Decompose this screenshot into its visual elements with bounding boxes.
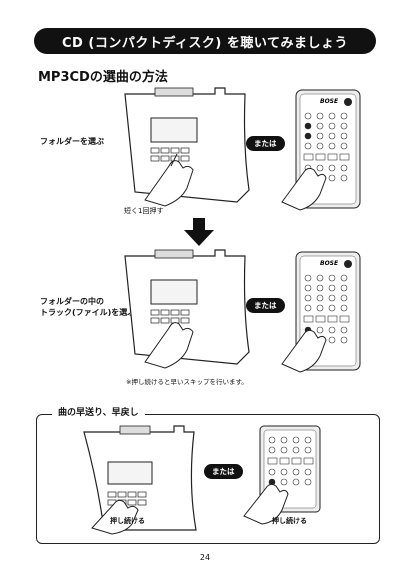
skip-unit-illustration xyxy=(83,425,197,535)
step2-remote-illustration: BOSE xyxy=(281,251,361,373)
skip-press-left: 押し続ける xyxy=(110,517,145,525)
page-number: 24 xyxy=(199,553,211,562)
step2-or-badge: または xyxy=(246,298,285,313)
remote-brand-text: BOSE xyxy=(320,98,339,105)
skip-or-badge: または xyxy=(204,464,243,479)
skip-press-right: 押し続ける xyxy=(272,517,307,525)
step1-label: フォルダーを選ぶ xyxy=(40,137,104,146)
step1-remote-illustration: BOSE xyxy=(281,89,361,211)
skip-section-box xyxy=(36,414,380,544)
page-header-title: CD (コンパクトディスク) を聴いてみましょう xyxy=(62,35,348,51)
skip-section-title: 曲の早送り、早戻し xyxy=(52,405,145,418)
step1-or-badge: または xyxy=(246,136,285,151)
step1-unit-illustration xyxy=(124,87,250,207)
step1-note: 短く1回押す xyxy=(124,207,164,215)
remote-brand-text: BOSE xyxy=(320,260,339,267)
step2-label-line2: トラック(ファイル)を選ぶ xyxy=(40,308,136,317)
step2-note: ※押し続けると早いスキップを行います。 xyxy=(126,378,248,386)
down-arrow-icon xyxy=(184,218,214,246)
step2-unit-illustration xyxy=(124,249,250,369)
skip-remote-illustration xyxy=(243,425,321,525)
mp3-section-title: MP3CDの選曲の方法 xyxy=(38,70,168,85)
page-header-bar: CD (コンパクトディスク) を聴いてみましょう xyxy=(34,28,376,54)
step2-label-line1: フォルダーの中の xyxy=(40,297,104,306)
